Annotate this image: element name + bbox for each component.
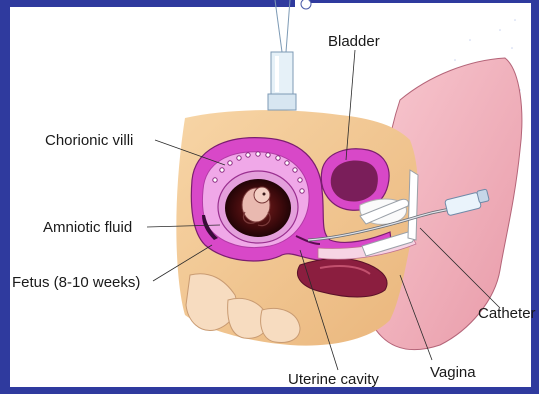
label-fetus: Fetus (8-10 weeks) — [12, 274, 140, 291]
label-catheter: Catheter — [478, 305, 536, 322]
ultrasound-probe — [268, 0, 311, 110]
label-chorionic-villi: Chorionic villi — [45, 132, 133, 149]
label-amniotic-fluid: Amniotic fluid — [43, 219, 132, 236]
label-bladder: Bladder — [328, 33, 380, 50]
bladder-interior — [331, 161, 378, 202]
label-vagina: Vagina — [430, 364, 476, 381]
label-uterine-cavity: Uterine cavity — [288, 371, 379, 388]
